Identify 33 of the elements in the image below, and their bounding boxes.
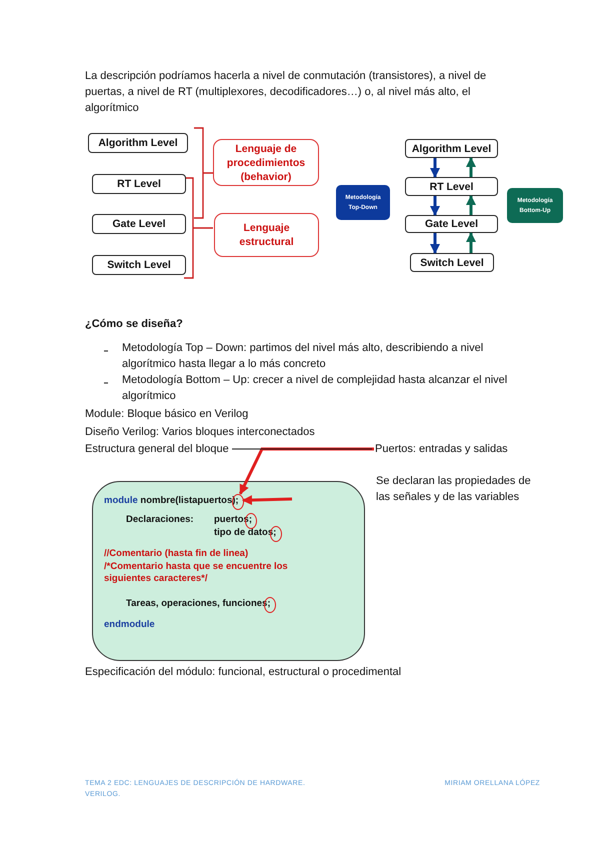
arrow [242,495,292,506]
arrow [466,157,476,177]
arrow [466,195,476,215]
code-line: endmodule [104,619,155,631]
level-box: Switch Level [92,255,186,275]
code-panel [92,481,365,661]
annotation-text: Se declaran las propiedades de las señales y de las variables [376,473,541,523]
arrow [430,233,440,254]
level-box: Algorithm Level [88,133,188,153]
level-box: RT Level [405,177,498,196]
arrow [430,196,440,216]
level-box: Algorithm Level [405,139,498,158]
arrow [430,158,440,178]
list-item: Metodología Bottom – Up: crecer a nivel de complejidad hasta alcanzar el nivel algorítmico [122,373,508,404]
code-line: /*Comentario hasta que se encuentre los siguientes caracteres*/ [104,561,289,585]
text-line: Especificación del módulo: funcional, estructural o procedimental [85,665,402,680]
level-box: Gate Level [405,215,498,233]
level-box: Switch Level [410,253,494,272]
annotation-text: Puertos: entradas y salidas [375,441,535,457]
text-line: Estructura general del bloque [85,442,230,457]
category-box: Lenguaje de procedimientos (behavior) [213,139,319,186]
text-line: Diseño Verilog: Varios bloques interconectados [85,425,316,440]
arrow [466,232,476,253]
arrow [238,448,374,495]
category-box: Lenguaje estructural [214,213,319,257]
code-line: //Comentario (hasta fin de linea) [104,548,248,560]
list-item: Metodología Top – Down: partimos del nivel más alto, describiendo a nivel algorítmico hasta llegar a lo más concreto [122,341,484,372]
level-box: RT Level [92,174,186,194]
paragraph: La descripción podríamos hacerla a nivel de conmutación (transistores), a nivel de puertas, a nivel de RT (multiplexores, decodificadores…) o, al nivel más alto, el algorítmico [85,69,488,116]
code-line: Declaraciones: [126,514,194,526]
text-line: Module: Bloque básico en Verilog [85,407,250,422]
level-box: Gate Level [92,214,186,234]
section-heading: ¿Cómo se diseña? [85,317,184,332]
